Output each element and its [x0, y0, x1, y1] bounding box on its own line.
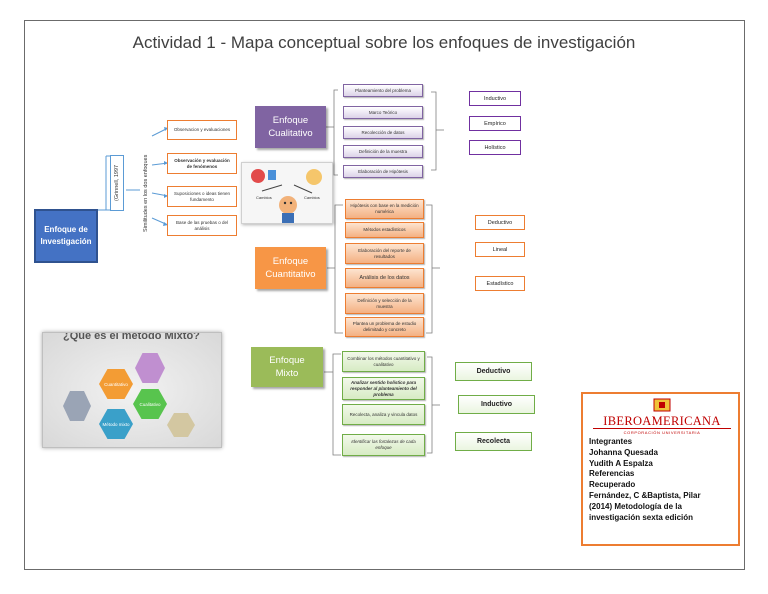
cuantitativo-step-4: Análisis de los datos — [345, 268, 424, 288]
credits-line-4: Referencias — [589, 469, 635, 479]
clipart-image: Cambios Cambios — [241, 162, 333, 224]
cualitativo-heading-line1: Enfoque — [272, 115, 309, 126]
mixto-heading-line1: Enfoque — [269, 355, 305, 366]
cuantitativo-result-deductivo: Deductivo — [475, 215, 525, 230]
mixto-step-1: Combinar los métodos cuantitativo y cual… — [342, 351, 425, 372]
similarities-label: Similitudes en los dos enfoques — [143, 154, 149, 232]
similarity-box-3: Suposiciones o ideas tienen fundamento — [167, 186, 237, 207]
similarity-box-2: Observación y evaluación de fenómenos — [167, 153, 237, 174]
cualitativo-result-empirico: Empírico — [469, 116, 521, 131]
cuantitativo-step-5: Definición y selección de la muestra — [345, 293, 424, 314]
cualitativo-step-5: Elaboración de Hipótesis — [343, 165, 423, 178]
credits-box: IBEROAMERICANA CORPORACIÓN UNIVERSITARIA… — [581, 392, 740, 546]
heading-enfoque-cualitativo: Enfoque Cualitativo — [255, 106, 326, 148]
cuantitativo-heading-line1: Enfoque — [272, 256, 309, 267]
cualitativo-result-holistico: Holístico — [469, 140, 521, 155]
credits-line-7: (2014) Metodología de la — [589, 501, 682, 511]
hex-cuantitativo: Cuantitativo — [99, 369, 133, 399]
cuantitativo-step-3: Elaboración del reporte de resultados — [345, 243, 424, 264]
credits-line-6: Fernández, C &Baptista, Pilar — [589, 490, 701, 500]
mixto-image-title: ¿Que es el metodo Mixto? — [63, 332, 200, 342]
hex-cualitativo: Cualitativo — [133, 389, 167, 419]
mixto-step-3: Recolecta, analiza y vincula datos — [342, 404, 425, 425]
main-node-enfoque-investigacion: Enfoque de Investigación — [34, 209, 98, 263]
hex-metodo-mixto: Método mixto — [99, 409, 133, 439]
mixto-result-recolecta: Recolecta — [455, 432, 532, 451]
mixto-step-4: Identificar las fortalezas de cada enfoq… — [342, 434, 425, 456]
heading-enfoque-cuantitativo: Enfoque Cuantitativo — [255, 247, 326, 289]
university-logo-text: IBEROAMERICANA — [603, 414, 721, 428]
cualitativo-step-1: Planteamiento del problema — [343, 84, 423, 97]
cuantitativo-result-lineal: Lineal — [475, 242, 525, 257]
cualitativo-step-2: Marco Teórico — [343, 106, 423, 119]
heading-enfoque-mixto: Enfoque Mixto — [251, 347, 323, 387]
university-logo-subtext: CORPORACIÓN UNIVERSITARIA — [593, 428, 731, 435]
cualitativo-result-inductivo: Inductivo — [469, 91, 521, 106]
mixto-heading-line2: Mixto — [275, 368, 299, 379]
cuantitativo-result-estadistico: Estadístico — [475, 276, 525, 291]
cuantitativo-step-6: Plantea un problema de estudio delimitad… — [345, 317, 424, 337]
cualitativo-step-3: Recolección de datos — [343, 126, 423, 139]
credits-line-2: Johanna Quesada — [589, 447, 658, 457]
credits-line-3: Yudith A Espalza — [589, 458, 653, 468]
mixto-result-inductivo: Inductivo — [458, 395, 535, 414]
cualitativo-step-4: Definición de la muestra — [343, 145, 423, 158]
mixto-image: ¿Que es el metodo Mixto? Cuantitativo Cu… — [42, 332, 222, 448]
main-node-line1: Enfoque de — [44, 225, 88, 234]
main-node-line2: Investigación — [40, 237, 92, 246]
clipart-label-left: Cambios — [256, 195, 272, 200]
hex-photo-numbers — [135, 353, 165, 383]
credits-lines: Integrantes Johanna Quesada Yudith A Esp… — [589, 437, 737, 523]
university-crest-icon — [653, 398, 671, 412]
author-label: (Grinnell, 1997 — [110, 155, 124, 211]
hex-photo-person — [63, 391, 91, 421]
credits-line-1: Integrantes — [589, 437, 633, 446]
credits-line-8: investigación sexta edición — [589, 512, 694, 522]
cuantitativo-heading-line2: Cuantitativo — [265, 269, 316, 280]
clipart-label-right: Cambios — [304, 195, 320, 200]
credits-line-5: Recuperado — [589, 480, 636, 490]
similarity-box-1: Observacion y evaluaciones — [167, 120, 237, 140]
mixto-result-deductivo: Deductivo — [455, 362, 532, 381]
cuantitativo-step-1: Hipótesis con base en la medición numéri… — [345, 199, 424, 219]
similarity-box-4: Base de las pruebas o del análisis — [167, 215, 237, 236]
mixto-step-2: Analizar sentido holístico para responde… — [342, 377, 425, 400]
page-title: Actividad 1 - Mapa conceptual sobre los … — [132, 33, 636, 52]
hex-photo-blocks — [167, 413, 195, 437]
cualitativo-heading-line2: Cualitativo — [268, 128, 313, 139]
cuantitativo-step-2: Métodos estadísticos — [345, 222, 424, 238]
clipart-drawing — [251, 169, 322, 223]
